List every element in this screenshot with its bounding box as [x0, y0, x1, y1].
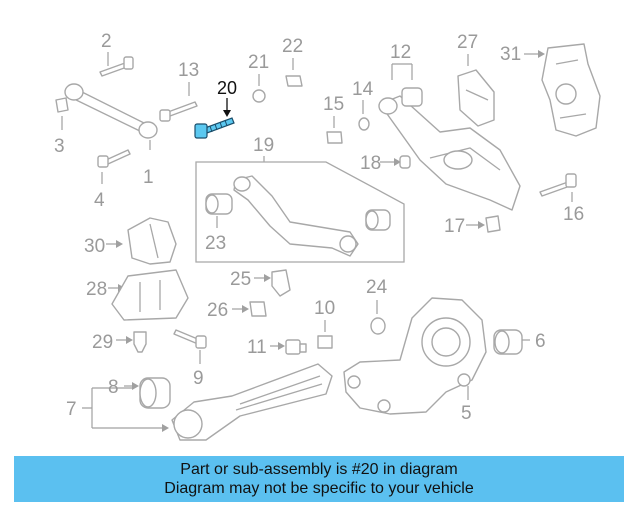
- bushing-part-8: [139, 377, 171, 409]
- bolt-part-18: [399, 155, 411, 169]
- callout-18: 18: [360, 153, 381, 174]
- callout-15: 15: [323, 94, 344, 115]
- bolt-part-2: [99, 56, 134, 77]
- bolt-part-16: [539, 173, 577, 197]
- callout-16: 16: [563, 204, 584, 225]
- banner-line-1: Part or sub-assembly is #20 in diagram: [180, 461, 458, 478]
- callout-14: 14: [352, 79, 374, 100]
- callout-29: 29: [92, 332, 113, 353]
- callout-23: 23: [205, 233, 226, 254]
- info-banner: Part or sub-assembly is #20 in diagram D…: [14, 456, 624, 502]
- callout-22: 22: [282, 36, 303, 57]
- washer-part-24: [370, 317, 386, 335]
- bushing-part-19b: [365, 209, 391, 231]
- bolt-part-10: [317, 335, 333, 349]
- washer-part-21: [252, 89, 266, 103]
- callout-31: 31: [500, 44, 521, 65]
- bump-stop-part-30: [127, 217, 177, 265]
- bushing-part-23: [205, 193, 233, 215]
- callout-12: 12: [390, 42, 411, 63]
- control-arm-part-12: [378, 87, 521, 211]
- callout-1: 1: [143, 167, 154, 188]
- callout-27: 27: [457, 32, 478, 53]
- nut-part-22: [285, 75, 303, 87]
- callout-4: 4: [94, 190, 105, 211]
- callout-6: 6: [535, 331, 546, 352]
- callout-25: 25: [230, 269, 251, 290]
- upper-arm-part-19: [233, 175, 359, 257]
- bracket-part-27: [457, 69, 495, 127]
- bolt-part-13: [159, 101, 198, 122]
- banner-line-2: Diagram may not be specific to your vehi…: [164, 480, 474, 497]
- bolt-part-4: [97, 149, 131, 168]
- clip-part-29: [133, 331, 147, 353]
- callout-9: 9: [193, 368, 204, 389]
- callout-24: 24: [366, 277, 388, 298]
- callout-11: 11: [247, 337, 267, 358]
- callout-19: 19: [253, 135, 274, 156]
- washer-part-14: [358, 117, 370, 131]
- trailing-arm-part-7: [171, 363, 333, 441]
- bushing-part-6: [493, 329, 523, 355]
- callout-5: 5: [461, 403, 472, 424]
- nut-part-17: [485, 215, 501, 233]
- callout-7: 7: [66, 399, 77, 420]
- nut-part-26: [249, 301, 267, 317]
- callout-28: 28: [86, 279, 107, 300]
- group-19-frame: [195, 161, 405, 263]
- callout-2: 2: [101, 31, 112, 52]
- parts-diagram: 2 1 3 4 13 20 21 22 14 15: [54, 31, 601, 441]
- knuckle-part-5: [343, 297, 487, 415]
- callout-3: 3: [54, 136, 65, 157]
- nut-part-15: [326, 131, 343, 144]
- bracket-part-25: [271, 269, 291, 297]
- bushing-part-3: [55, 97, 69, 113]
- mount-part-28: [111, 269, 189, 321]
- callout-21: 21: [248, 52, 269, 73]
- arm-part-1: [64, 83, 158, 139]
- bolt-part-20: [194, 117, 235, 139]
- callout-10: 10: [314, 298, 335, 319]
- callout-8: 8: [108, 377, 119, 398]
- bolt-part-11: [285, 339, 307, 355]
- callout-17: 17: [444, 216, 465, 237]
- callout-30: 30: [84, 236, 105, 257]
- callout-20: 20: [217, 78, 237, 98]
- bolt-part-9: [173, 329, 207, 349]
- knuckle-part-31: [541, 43, 601, 137]
- callout-26: 26: [207, 300, 228, 321]
- callout-13: 13: [178, 60, 199, 81]
